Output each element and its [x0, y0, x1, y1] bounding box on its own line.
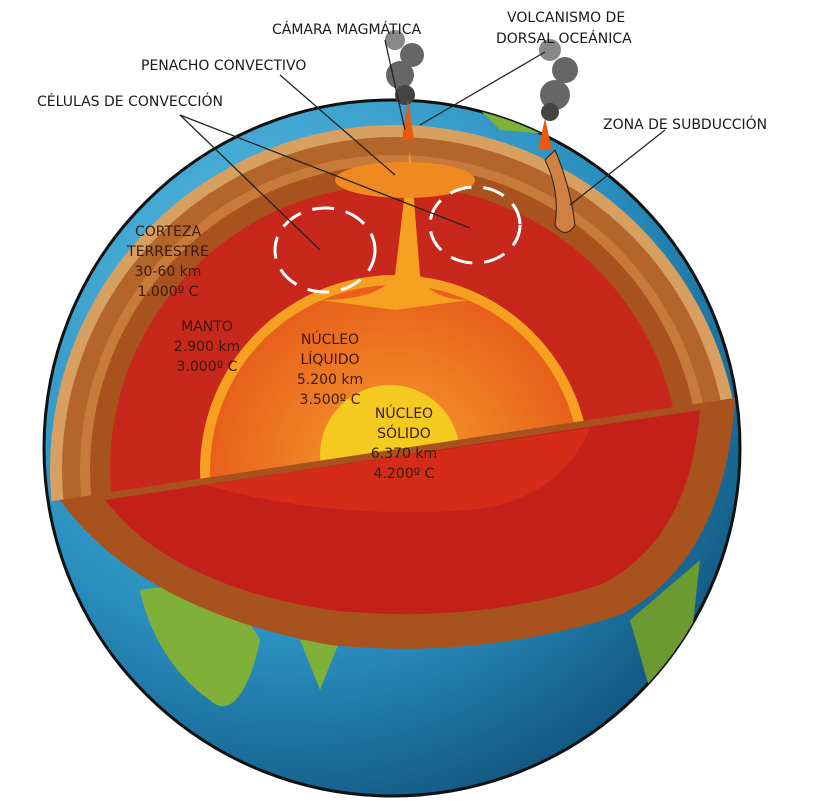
- svg-text:30-60 km: 30-60 km: [135, 264, 202, 280]
- label-penacho: PENACHO CONVECTIVO: [141, 58, 306, 74]
- svg-text:3.500º C: 3.500º C: [300, 392, 361, 408]
- label-camara-magmatica: CÁMARA MAGMÁTICA: [272, 21, 421, 38]
- label-dorsal: DORSAL OCEÁNICA: [496, 30, 632, 47]
- svg-text:6.370 km: 6.370 km: [371, 446, 437, 462]
- svg-text:MANTO: MANTO: [181, 319, 233, 335]
- svg-text:NÚCLEO: NÚCLEO: [375, 404, 433, 422]
- svg-text:2.900 km: 2.900 km: [174, 339, 240, 355]
- label-nucleo-liquido: NÚCLEO LÍQUIDO 5.200 km 3.500º C: [297, 330, 363, 408]
- svg-text:LÍQUIDO: LÍQUIDO: [300, 351, 359, 368]
- label-volcanismo: VOLCANISMO DE: [507, 10, 625, 26]
- svg-text:SÓLIDO: SÓLIDO: [377, 424, 431, 442]
- leader-lines: [179, 39, 666, 251]
- svg-text:3.000º C: 3.000º C: [177, 359, 238, 375]
- svg-text:NÚCLEO: NÚCLEO: [301, 330, 359, 348]
- svg-text:CORTEZA: CORTEZA: [135, 224, 201, 240]
- volcano-smoke: [385, 30, 578, 121]
- svg-text:TERRESTRE: TERRESTRE: [126, 244, 209, 260]
- svg-text:1.000º C: 1.000º C: [138, 284, 199, 300]
- svg-text:5.200 km: 5.200 km: [297, 372, 363, 388]
- label-celulas: CÉLULAS DE CONVECCIÓN: [37, 92, 223, 110]
- convective-plume: [320, 150, 470, 310]
- convection-cells: [273, 185, 522, 294]
- label-nucleo-solido: NÚCLEO SÓLIDO 6.370 km 4.200º C: [371, 404, 437, 482]
- label-corteza: CORTEZA TERRESTRE 30-60 km 1.000º C: [126, 224, 209, 300]
- label-subduccion: ZONA DE SUBDUCCIÓN: [603, 115, 767, 133]
- subduction-slab: [544, 149, 576, 233]
- label-manto: MANTO 2.900 km 3.000º C: [174, 319, 240, 375]
- svg-text:4.200º C: 4.200º C: [374, 466, 435, 482]
- volcano: [538, 118, 552, 150]
